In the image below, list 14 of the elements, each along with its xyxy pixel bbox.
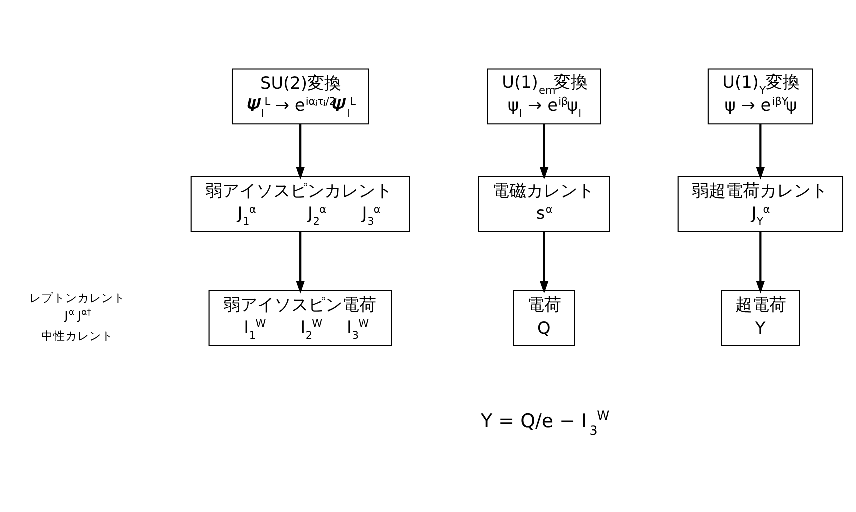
- arrow: [540, 124, 549, 180]
- node-label: J$^{α}$ J$^{α†}$: [64, 307, 92, 324]
- node-box: U(1)$_{em}$変換 ψ$_{l}$ → e$^{iβ}$ψ$_{l}$: [487, 68, 602, 125]
- arrow: [756, 124, 766, 180]
- node-label: レプトンカレント: [29, 291, 126, 306]
- arrow: [296, 124, 306, 180]
- node-box: 電磁カレント s$^{α}$: [478, 176, 610, 232]
- arrow: [540, 232, 549, 294]
- node-box: 電荷 Q: [513, 290, 576, 346]
- node-box: U(1)$_{Y}$変換 ψ → e$^{iβY}$ψ: [708, 68, 814, 125]
- node-box: 超電荷 Y: [721, 290, 800, 346]
- arrow: [296, 232, 306, 294]
- node-label: 中性カレント: [42, 329, 114, 344]
- arrow: [756, 232, 766, 294]
